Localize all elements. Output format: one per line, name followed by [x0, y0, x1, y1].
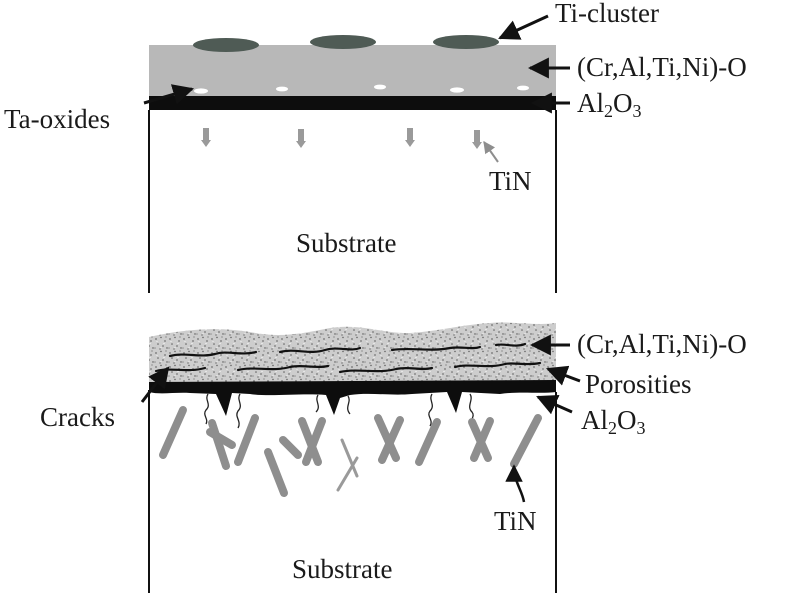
arrow-bottom-alumina — [536, 395, 573, 415]
label-top-oxide: (Cr,Al,Ti,Ni)-O — [577, 52, 747, 82]
label-ta-oxides: Ta-oxides — [4, 104, 110, 134]
porosity-cracks — [154, 342, 542, 374]
ti-cluster-1 — [193, 38, 259, 52]
label-porosities: Porosities — [585, 369, 692, 399]
arrow-ta-oxides — [143, 84, 195, 105]
top-panel: Ti-cluster (Cr,Al,Ti,Ni)-O Al2O3 Ta-oxid… — [4, 0, 747, 293]
bottom-tin-needles — [159, 406, 542, 497]
top-oxide-layer — [149, 45, 556, 97]
label-cracks: Cracks — [40, 402, 115, 432]
arrow-top-tin — [483, 141, 499, 163]
label-top-alumina: Al2O3 — [577, 88, 642, 121]
label-bottom-alumina: Al2O3 — [581, 405, 646, 438]
label-top-tin: TiN — [489, 166, 532, 196]
label-bottom-oxide: (Cr,Al,Ti,Ni)-O — [577, 329, 747, 359]
bottom-alumina-layer — [149, 380, 556, 416]
ti-cluster-3 — [433, 35, 499, 49]
bottom-panel: (Cr,Al,Ti,Ni)-O Porosities Al2O3 Cracks … — [40, 322, 747, 593]
label-ti-cluster: Ti-cluster — [555, 0, 659, 28]
bottom-oxide-layer — [149, 322, 556, 383]
ta-oxide-particles — [194, 84, 529, 94]
label-bottom-tin: TiN — [494, 506, 537, 536]
top-tin-particles — [201, 128, 482, 149]
bottom-tin-thin-needles — [336, 438, 359, 492]
arrow-porosities — [546, 365, 581, 386]
label-top-substrate: Substrate — [296, 228, 397, 258]
arrow-cracks — [140, 366, 170, 403]
substrate-cracks — [204, 393, 474, 429]
label-bottom-substrate: Substrate — [292, 554, 393, 584]
top-alumina-layer — [149, 96, 556, 110]
ti-cluster-2 — [310, 35, 376, 49]
arrow-ti-cluster — [498, 14, 549, 40]
arrow-bottom-tin — [505, 464, 526, 503]
